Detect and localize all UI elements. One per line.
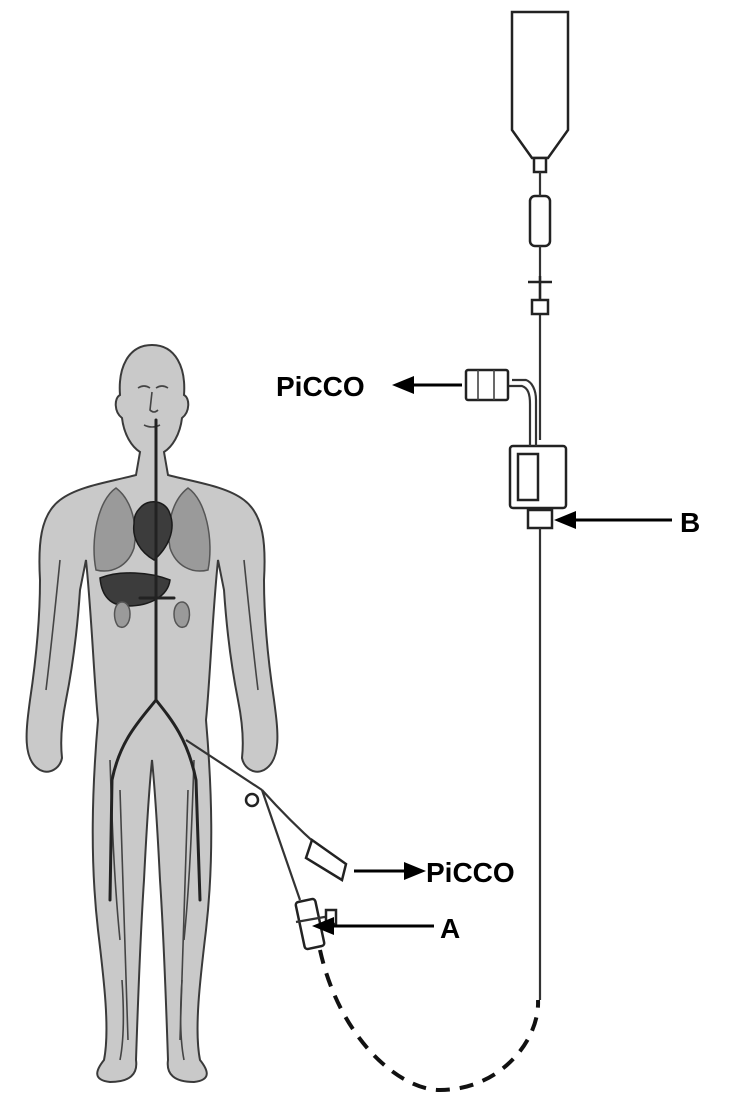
picco-bottom-label: PiCCO <box>426 857 515 888</box>
picco-top-arrow <box>392 376 462 394</box>
transducer-connector <box>466 370 508 400</box>
roller-clamp <box>528 276 552 300</box>
thermistor-connector <box>246 794 346 880</box>
drip-chamber <box>530 196 550 246</box>
marker-b-arrow <box>554 511 672 529</box>
infusion-line <box>466 12 568 1000</box>
iv-bag-icon <box>512 12 568 172</box>
marker-a-label: A <box>440 913 460 944</box>
picco-bottom-arrow <box>354 862 426 880</box>
marker-b-label: B <box>680 507 700 538</box>
dashed-connection-line <box>320 950 538 1090</box>
picco-top-label: PiCCO <box>276 371 365 402</box>
marker-a-arrow <box>312 917 434 935</box>
pressure-cable <box>466 370 536 446</box>
pressure-transducer <box>510 446 566 545</box>
human-body-icon <box>27 345 278 1082</box>
